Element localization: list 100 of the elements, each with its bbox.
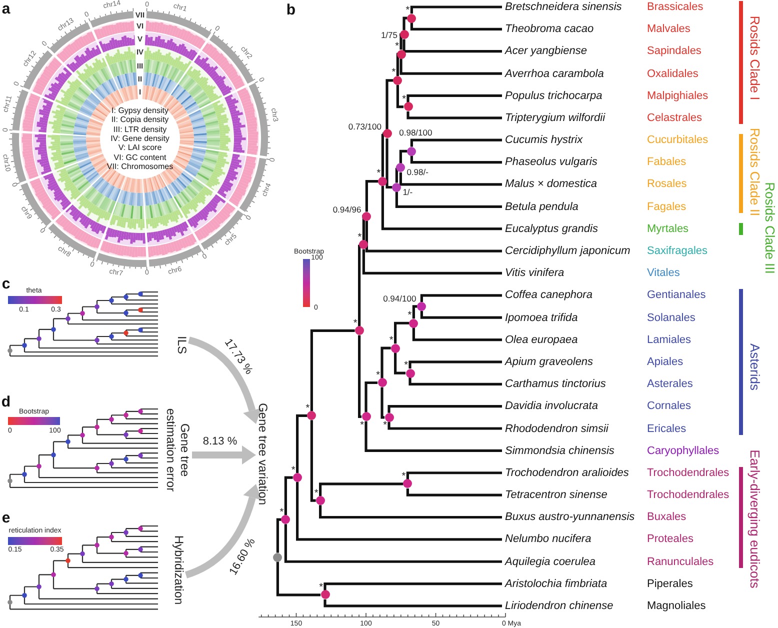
species-name: Apium graveolens [502, 354, 594, 369]
order-name: Asterales [647, 377, 693, 392]
tree-branch [400, 58, 502, 75]
tree-branch [395, 166, 398, 183]
tree-branch [380, 387, 384, 419]
track-legend-text: V: LAI score [118, 144, 162, 152]
species-name: Olea europaea [502, 332, 578, 347]
order-name: Saxifragales [647, 244, 708, 258]
tree-branch [412, 328, 502, 342]
tree-branch [399, 150, 408, 164]
outcome-label: Gene tree variation [256, 402, 270, 506]
species-name: Acer yangbiense [502, 44, 587, 58]
support-value: * [402, 472, 406, 482]
species-name: Malus × domestica [502, 177, 598, 192]
order-name: Brassicales [647, 0, 704, 14]
curved-arrow [188, 336, 262, 424]
order-name: Apiales [647, 354, 684, 369]
order-name: Buxales [647, 510, 686, 524]
tree-branch [358, 335, 362, 418]
order-name: Trochodendrales [647, 488, 730, 502]
tree-branch [420, 310, 502, 319]
panel-letter: b [286, 2, 296, 18]
species-name: Rhododendron simsii [502, 422, 608, 436]
track-legend-text: II: Copia density [111, 116, 169, 124]
order-name: Rosales [647, 177, 687, 192]
species-name: Nelumbo nucifera [502, 532, 592, 546]
tree-branch [362, 249, 502, 275]
species-name: Aquilegia coerulea [502, 554, 596, 569]
tree-branch [394, 322, 410, 344]
tree-branch [381, 132, 384, 177]
support-value: * [389, 336, 394, 346]
order-name: Sapindales [647, 44, 702, 58]
track-legend-text: VI: GC content [114, 154, 166, 162]
tree-branch [324, 582, 502, 590]
support-value: * [406, 6, 410, 16]
support-value: * [402, 94, 406, 105]
tree-branch [400, 33, 402, 50]
tree-branch [406, 472, 502, 480]
tree-branch [381, 186, 502, 230]
tree-branch [388, 422, 502, 430]
tree-branch [365, 180, 378, 212]
species-name: Tetracentron sinense [502, 488, 608, 502]
track-legend-text: VII: Chromosomes [106, 162, 174, 171]
clade-label: Early-diverging eudicots [748, 450, 762, 588]
tree-branch [284, 476, 293, 516]
tree-branch [310, 329, 355, 412]
tree-branch [388, 405, 502, 413]
species-name: Bretschneidera sinensis [502, 0, 622, 14]
order-name: Fagales [647, 200, 686, 214]
clade-label: Asterids [748, 344, 762, 390]
support-value: 1/- [402, 188, 413, 196]
tree-branch [358, 243, 361, 326]
species-name: Ipomoea trifida [502, 310, 578, 325]
species-name: Aristolochia fimbriata [502, 576, 608, 591]
species-name: Coffea canephora [502, 288, 592, 302]
order-name: Cucurbitales [647, 133, 708, 148]
tree-branch [394, 352, 406, 374]
species-name: Betula pendula [502, 200, 578, 214]
support-value: * [314, 488, 318, 499]
tree-branch [310, 420, 316, 502]
tree-branch [406, 111, 502, 120]
support-value: * [376, 370, 380, 381]
support-value: * [404, 361, 408, 372]
tree-branch [324, 599, 502, 608]
panel-letter: c [2, 276, 10, 292]
tree-branch [380, 346, 391, 378]
tree-branch [386, 79, 394, 130]
order-name: Myrtales [647, 222, 689, 236]
support-value: * [408, 311, 412, 322]
species-name: Davidia involucrata [502, 399, 598, 414]
species-name: Vitis vinifera [502, 266, 564, 280]
support-value: 0.94/100 [383, 294, 416, 303]
species-name: Cucumis hystrix [502, 133, 583, 148]
tree-branch [410, 156, 502, 164]
support-value: * [353, 318, 358, 329]
support-value: * [360, 420, 364, 431]
tree-branch [408, 360, 502, 369]
clade-label: Rosids Clade I [748, 16, 762, 100]
species-name: Populus trichocarpa [502, 88, 602, 103]
clade-label: Rosids Clade II [748, 128, 762, 216]
support-value: * [306, 404, 310, 414]
tree-branch [364, 421, 502, 452]
tree-branch [410, 6, 502, 14]
order-name: Ranunculales [647, 554, 714, 569]
order-name: Celastrales [647, 110, 702, 125]
tree-branch [296, 482, 502, 541]
tree-branch [396, 52, 399, 76]
tree-branch [319, 482, 404, 496]
support-value: * [392, 68, 396, 78]
track-legend-text: I: Gypsy density [112, 107, 168, 116]
tree-branch [396, 84, 404, 108]
species-name: Tripterygium wilfordii [502, 110, 606, 125]
panel-letter: d [1, 394, 11, 410]
tree-branch [410, 138, 502, 147]
species-name: Averrhoa carambola [502, 66, 604, 81]
order-name: Malpighiales [647, 88, 708, 103]
support-value: * [358, 232, 362, 243]
tree-branch [276, 562, 320, 596]
edge-label: 8.13 % [202, 436, 238, 448]
order-name: Cornales [647, 399, 692, 414]
